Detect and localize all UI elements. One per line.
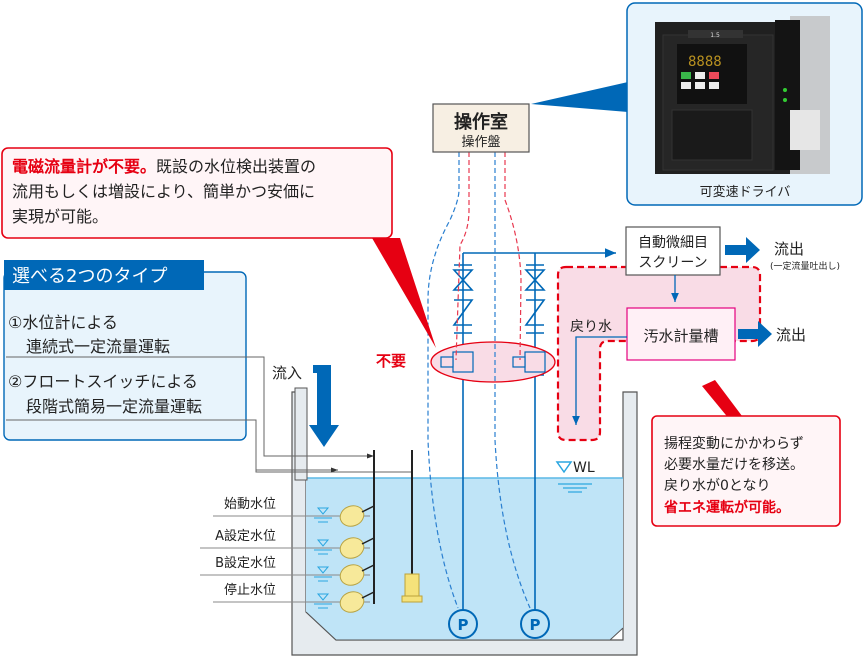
level-label: B設定水位: [215, 555, 276, 571]
level-label: 始動水位: [224, 497, 276, 512]
control-room-box: [432, 103, 530, 153]
level-meter: [404, 573, 420, 599]
water-level-marker: WL: [555, 460, 595, 493]
callout-line2: 流用もしくは増設により、簡単かつ安価に: [12, 182, 315, 201]
types-panel: 選べる2つのタイプ ①水位計による 連続式一定流量運転 ②フロートスイッチによる…: [3, 260, 247, 441]
outflow-top-note: (一定流量吐出し): [770, 260, 840, 272]
sensor-leaders: [6, 356, 412, 473]
type2-line1: ②フロートスイッチによる: [8, 372, 198, 391]
types-title: 選べる2つのタイプ: [12, 266, 167, 287]
level-label: 停止水位: [224, 582, 276, 598]
level-label: A設定水位: [215, 528, 276, 544]
level-item: B設定水位: [200, 555, 375, 586]
level-marker-icon: [316, 593, 330, 601]
inflow-label: 流入: [272, 364, 302, 382]
svg-text:P: P: [530, 616, 541, 634]
flowmeter-callout: 電磁流量計が不要。既設の水位検出装置の 流用もしくは増設により、簡単かつ安価に …: [1, 147, 436, 348]
callout-highlight: 電磁流量計が不要。: [12, 157, 156, 176]
svg-text:電磁流量計が不要。既設の水位検出装置の: 電磁流量計が不要。既設の水位検出装置の: [12, 157, 316, 176]
inflow-arrow: [309, 365, 339, 447]
type1-line1: ①水位計による: [8, 313, 118, 332]
inverter-display: 8888: [688, 54, 722, 70]
not-needed-label: 不要: [376, 352, 406, 370]
level-item: 始動水位: [213, 497, 375, 527]
control-room-subtitle: 操作盤: [461, 134, 500, 150]
tank: [291, 391, 638, 656]
control-room-title: 操作室: [454, 111, 508, 133]
flowmeter-icons: [440, 351, 546, 373]
pump-2: P: [520, 609, 550, 639]
water-level-label: WL: [573, 460, 595, 476]
control-cables: [427, 152, 531, 609]
level-item: 停止水位: [213, 582, 375, 613]
level-marker-icon: [316, 539, 330, 547]
outflow-top-arrow: [725, 237, 760, 263]
screen-label-line1: 自動微細目: [638, 235, 708, 251]
outflow-top-label: 流出: [774, 240, 804, 258]
svg-text:P: P: [458, 616, 469, 634]
level-item: A設定水位: [200, 528, 375, 559]
level-marker-icon: [316, 507, 330, 515]
return-water-label: 戻り水: [570, 319, 612, 335]
outflow-mid-label: 流出: [776, 326, 806, 344]
type2-line2: 段階式簡易一定流量運転: [26, 397, 202, 416]
level-marker-icon: [316, 566, 330, 574]
metering-tank-label: 汚水計量槽: [643, 327, 718, 345]
inflow-pipe: [294, 387, 308, 481]
product-panel: 1.5 8888 可変速ドライバ: [626, 2, 863, 206]
return-water-line: [572, 336, 627, 425]
product-pointer: [531, 82, 628, 112]
metering-tank-box: [626, 307, 736, 361]
screen-box: [625, 226, 721, 276]
callout-line3: 実現が可能。: [12, 207, 108, 226]
screen-label-line2: スクリーン: [638, 255, 707, 271]
callout-line1: 既設の水位検出装置の: [156, 157, 316, 176]
pump-1: P: [448, 609, 478, 639]
type1-line2: 連続式一定流量運転: [26, 337, 170, 356]
outflow-mid-arrow: [738, 321, 772, 347]
rating-label: 1.5: [710, 32, 720, 39]
product-caption: 可変速ドライバ: [700, 184, 791, 200]
water-body: [306, 478, 623, 640]
